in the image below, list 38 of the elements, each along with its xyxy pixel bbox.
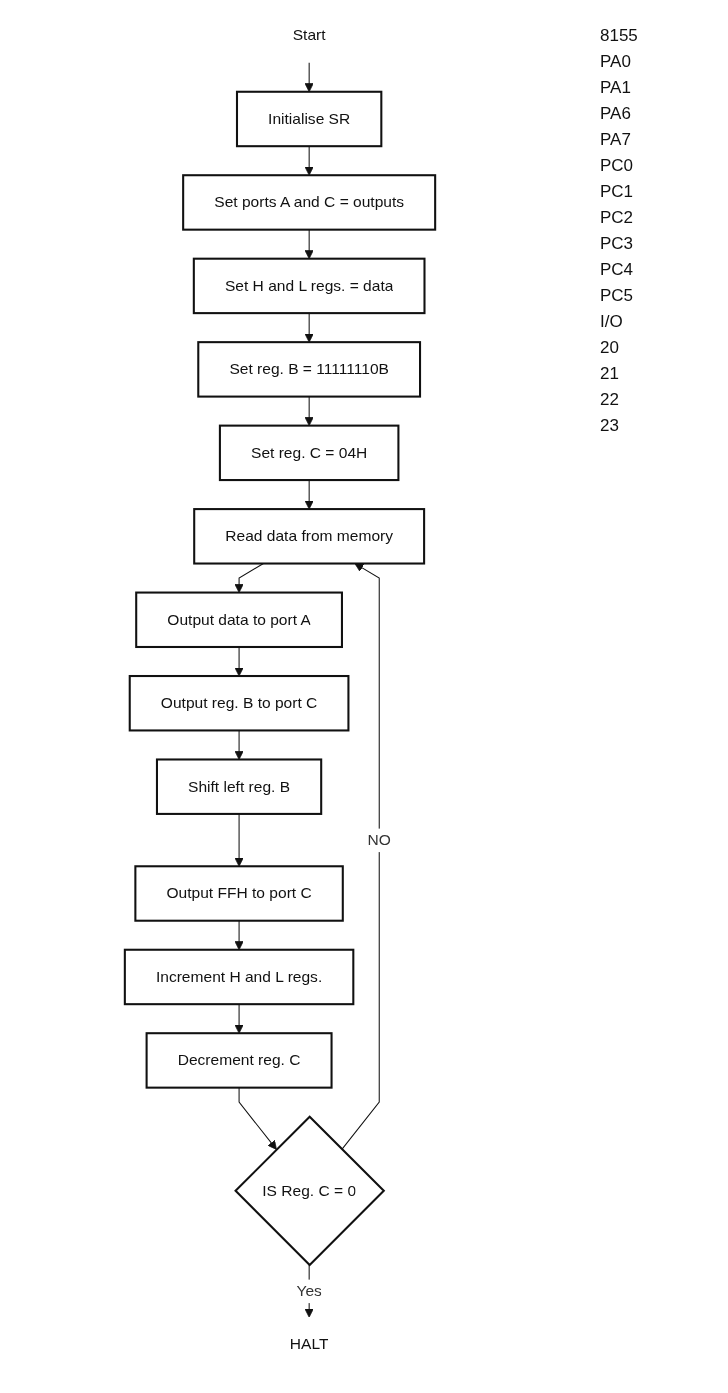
node-box: Set reg. C = 04H <box>218 424 400 482</box>
pin-label: PA0 <box>600 52 632 72</box>
pin-label: 23 <box>600 416 620 436</box>
node-box: Set H and L regs. = data <box>192 257 426 315</box>
node-box: Initialise SR <box>235 90 383 148</box>
pin-label: PC0 <box>600 156 635 176</box>
arrow <box>234 813 244 867</box>
arrow <box>238 1087 277 1150</box>
pin-label: PA6 <box>600 104 632 124</box>
pin-label: PC2 <box>600 208 635 228</box>
node-box: Output reg. B to port C <box>128 675 350 732</box>
edge-label: NO <box>367 830 391 849</box>
node-box: Read data from memory <box>193 508 426 565</box>
pin-label: 20 <box>600 338 620 358</box>
arrow <box>234 563 264 593</box>
node-box: Shift left reg. B <box>155 758 323 815</box>
pin-label: PA1 <box>600 78 632 98</box>
pin-label: 8155 <box>600 26 639 46</box>
edge-label: Yes <box>296 1281 322 1300</box>
pin-label: PC4 <box>600 260 635 280</box>
node-text: Start <box>292 25 326 44</box>
node-box: Set ports A and C = outputs <box>182 174 437 231</box>
node-box: Output data to port A <box>135 591 343 649</box>
pin-label: PC1 <box>600 182 635 202</box>
pin-label: PC5 <box>600 286 635 306</box>
node-box: Set reg. B = 11111110B <box>197 341 422 398</box>
pin-label: I/O <box>600 312 624 332</box>
arrow <box>341 563 380 1150</box>
pin-label: PA7 <box>600 130 632 150</box>
node-box: Decrement reg. C <box>145 1032 333 1089</box>
node-diamond: IS Reg. C = 0 <box>234 1115 386 1267</box>
pin-label: 21 <box>600 364 620 384</box>
node-box: Output FFH to port C <box>134 865 344 922</box>
pin-label: 22 <box>600 390 620 410</box>
node-text: HALT <box>289 1334 329 1353</box>
pin-label: PC3 <box>600 234 635 254</box>
arrow <box>234 646 244 677</box>
node-box: Increment H and L regs. <box>123 948 355 1006</box>
